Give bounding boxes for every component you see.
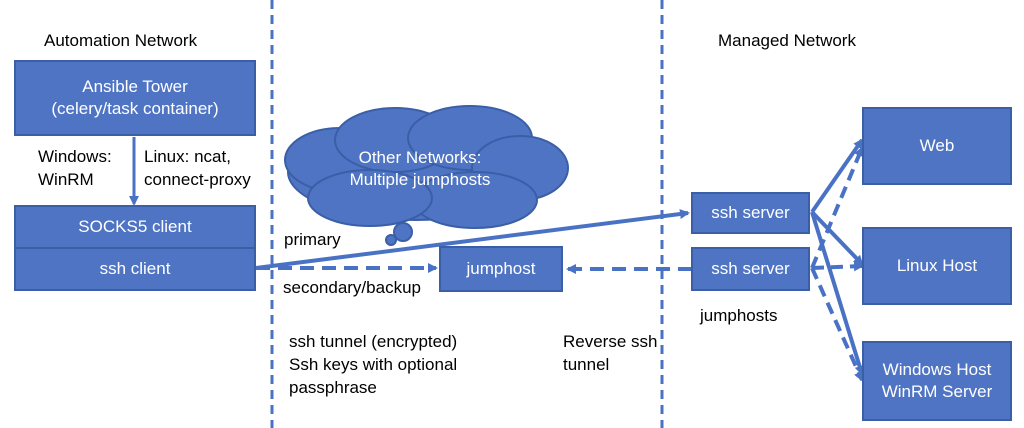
ssh-server-top-box: ssh server <box>691 192 810 234</box>
socks5-client-box: SOCKS5 client <box>14 205 256 249</box>
server1-to-linux <box>810 210 864 266</box>
cloud-label-line2: Multiple jumphosts <box>349 170 491 190</box>
ssh-client-label: ssh client <box>99 258 171 278</box>
linux-host-label: Linux Host <box>896 255 978 275</box>
server2-to-linux <box>811 261 864 272</box>
web-host-label: Web <box>919 135 955 155</box>
ssh-tunnel-note-line1: ssh tunnel (encrypted) <box>289 332 458 351</box>
ansible-tower-subtitle: (celery/task container) <box>51 99 219 118</box>
server1-to-web <box>810 138 864 214</box>
primary-link <box>255 209 690 270</box>
windows-host-label-line1: Windows Host <box>882 359 992 379</box>
secondary-link-label: secondary/backup <box>283 278 421 297</box>
linux-proxy-line2: connect-proxy <box>144 169 251 189</box>
windows-proxy-line2: WinRM <box>38 169 94 189</box>
jumphosts-label: jumphosts <box>700 306 778 325</box>
server2-to-web <box>810 146 864 269</box>
ansible-tower-box: Ansible Tower (celery/task container) <box>14 60 256 136</box>
web-host-box: Web <box>862 107 1012 185</box>
linux-host-box: Linux Host <box>862 227 1012 305</box>
socks5-client-label: SOCKS5 client <box>78 216 192 236</box>
ssh-tunnel-note: ssh tunnel (encrypted) Ssh keys with opt… <box>289 331 457 400</box>
ssh-tunnel-note-line3: passphrase <box>289 377 377 397</box>
ssh-server-top-label: ssh server <box>711 202 790 222</box>
reverse-tunnel-note: Reverse ssh tunnel <box>563 331 657 377</box>
reverse-tunnel-note-line2: tunnel <box>563 354 610 374</box>
jumphost-label: jumphost <box>466 258 536 278</box>
ansible-tower-title: Ansible Tower <box>82 76 188 96</box>
server2-to-windows <box>810 267 864 382</box>
windows-host-label-line2: WinRM Server <box>881 382 993 401</box>
primary-link-label: primary <box>284 230 341 249</box>
cloud-shape <box>284 105 569 229</box>
ssh-client-box: ssh client <box>14 247 256 291</box>
windows-proxy-line1: Windows: <box>38 147 112 166</box>
cloud-bubble-large <box>393 222 413 242</box>
windows-host-box: Windows Host WinRM Server <box>862 341 1012 421</box>
cloud-label-line1: Other Networks: <box>358 148 482 167</box>
reverse-tunnel-note-line1: Reverse ssh <box>563 332 658 351</box>
jumphost-box: jumphost <box>439 246 563 292</box>
cloud-bubble-small <box>385 234 397 246</box>
ssh-tunnel-note-line2: Ssh keys with optional <box>289 354 458 374</box>
ssh-server-bottom-box: ssh server <box>691 247 810 291</box>
linux-proxy-note: Linux: ncat, connect-proxy <box>144 146 251 192</box>
automation-network-heading: Automation Network <box>44 31 198 50</box>
linux-proxy-line1: Linux: ncat, <box>144 147 231 166</box>
cloud-label: Other Networks: Multiple jumphosts <box>340 147 500 191</box>
ssh-server-bottom-label: ssh server <box>711 258 790 278</box>
server1-to-windows <box>810 211 865 376</box>
managed-network-heading: Managed Network <box>718 31 856 50</box>
windows-proxy-note: Windows: WinRM <box>38 146 112 192</box>
